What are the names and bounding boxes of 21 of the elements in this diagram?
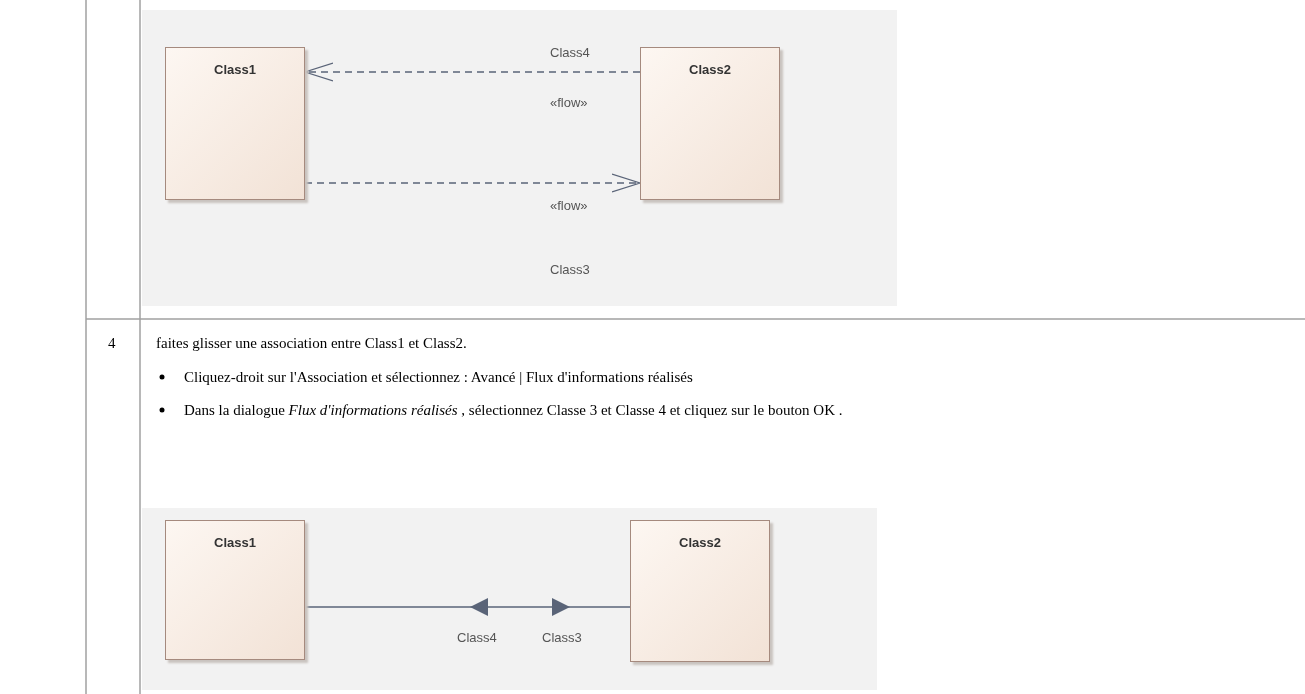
bullet-text: Dans la dialogue Flux d'informations réalisés , sélectionnez Classe 3 et Classe 4 et cliquez sur le bouton OK .: [184, 401, 844, 420]
bullet-text: Cliquez-droit sur l'Association et sélectionnez : Avancé | Flux d'informations réalisés: [184, 368, 693, 387]
class-label: Class4: [455, 630, 499, 645]
class-label: Class3: [548, 262, 592, 277]
class-box: [165, 47, 305, 200]
class-name: Class2: [688, 62, 732, 77]
class-label: Class3: [540, 630, 584, 645]
class-name: Class1: [213, 535, 257, 550]
class-box: [640, 47, 780, 200]
edge-label: Class4: [548, 45, 592, 60]
arrow: [304, 173, 641, 193]
arrow: [304, 62, 641, 82]
step-number: 4: [108, 334, 116, 353]
stereotype-label: «flow»: [548, 95, 590, 110]
arrow: [304, 598, 631, 616]
class-box: [165, 520, 305, 660]
class-box: [630, 520, 770, 662]
instruction-text: faites glisser une association entre Class1 et Class2.: [156, 334, 467, 353]
class-name: Class2: [678, 535, 722, 550]
edge-label: «flow»: [548, 198, 590, 213]
class-name: Class1: [213, 62, 257, 77]
